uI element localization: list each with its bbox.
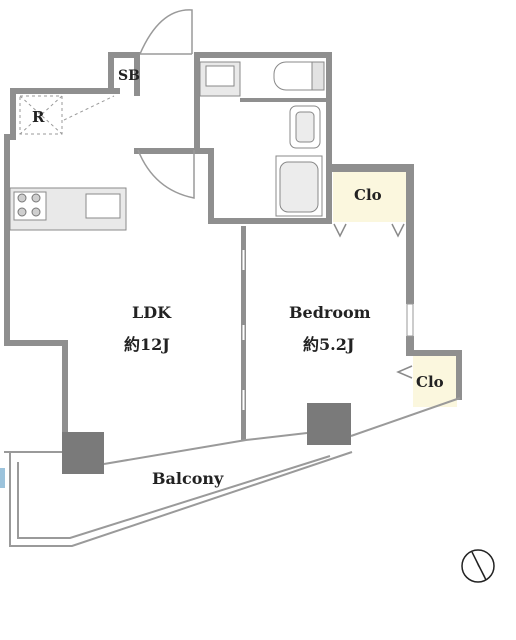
washbasin — [199, 61, 241, 97]
ldk-size: 約12J — [124, 335, 170, 354]
closet-right-label: Clo — [416, 373, 444, 391]
column-center — [307, 403, 351, 445]
north-arrow-icon — [461, 549, 495, 583]
bathtub — [275, 155, 323, 217]
closet-top-area — [333, 172, 406, 222]
shoe-box-label: SB — [118, 68, 140, 84]
balcony-outline — [9, 451, 353, 547]
walls — [4, 52, 462, 440]
sink — [289, 105, 321, 149]
window-right — [406, 303, 414, 337]
exterior-sash — [4, 397, 461, 465]
bedroom-label: Bedroom — [289, 303, 371, 322]
kitchen-counter — [9, 187, 127, 231]
washroom-door — [137, 149, 195, 199]
closet-doors — [333, 223, 413, 379]
refrigerator-label: R — [32, 108, 45, 126]
balcony-edge-marker — [0, 468, 5, 488]
balcony-label: Balcony — [152, 469, 224, 488]
closet-top-label: Clo — [354, 186, 382, 204]
entrance-door — [139, 9, 193, 55]
toilet — [273, 61, 325, 91]
closet-right-area — [413, 356, 457, 407]
bedroom-size: 約5.2J — [303, 335, 354, 354]
refrigerator-space — [19, 95, 115, 135]
column-left — [62, 432, 104, 474]
ldk-label: LDK — [132, 303, 172, 322]
